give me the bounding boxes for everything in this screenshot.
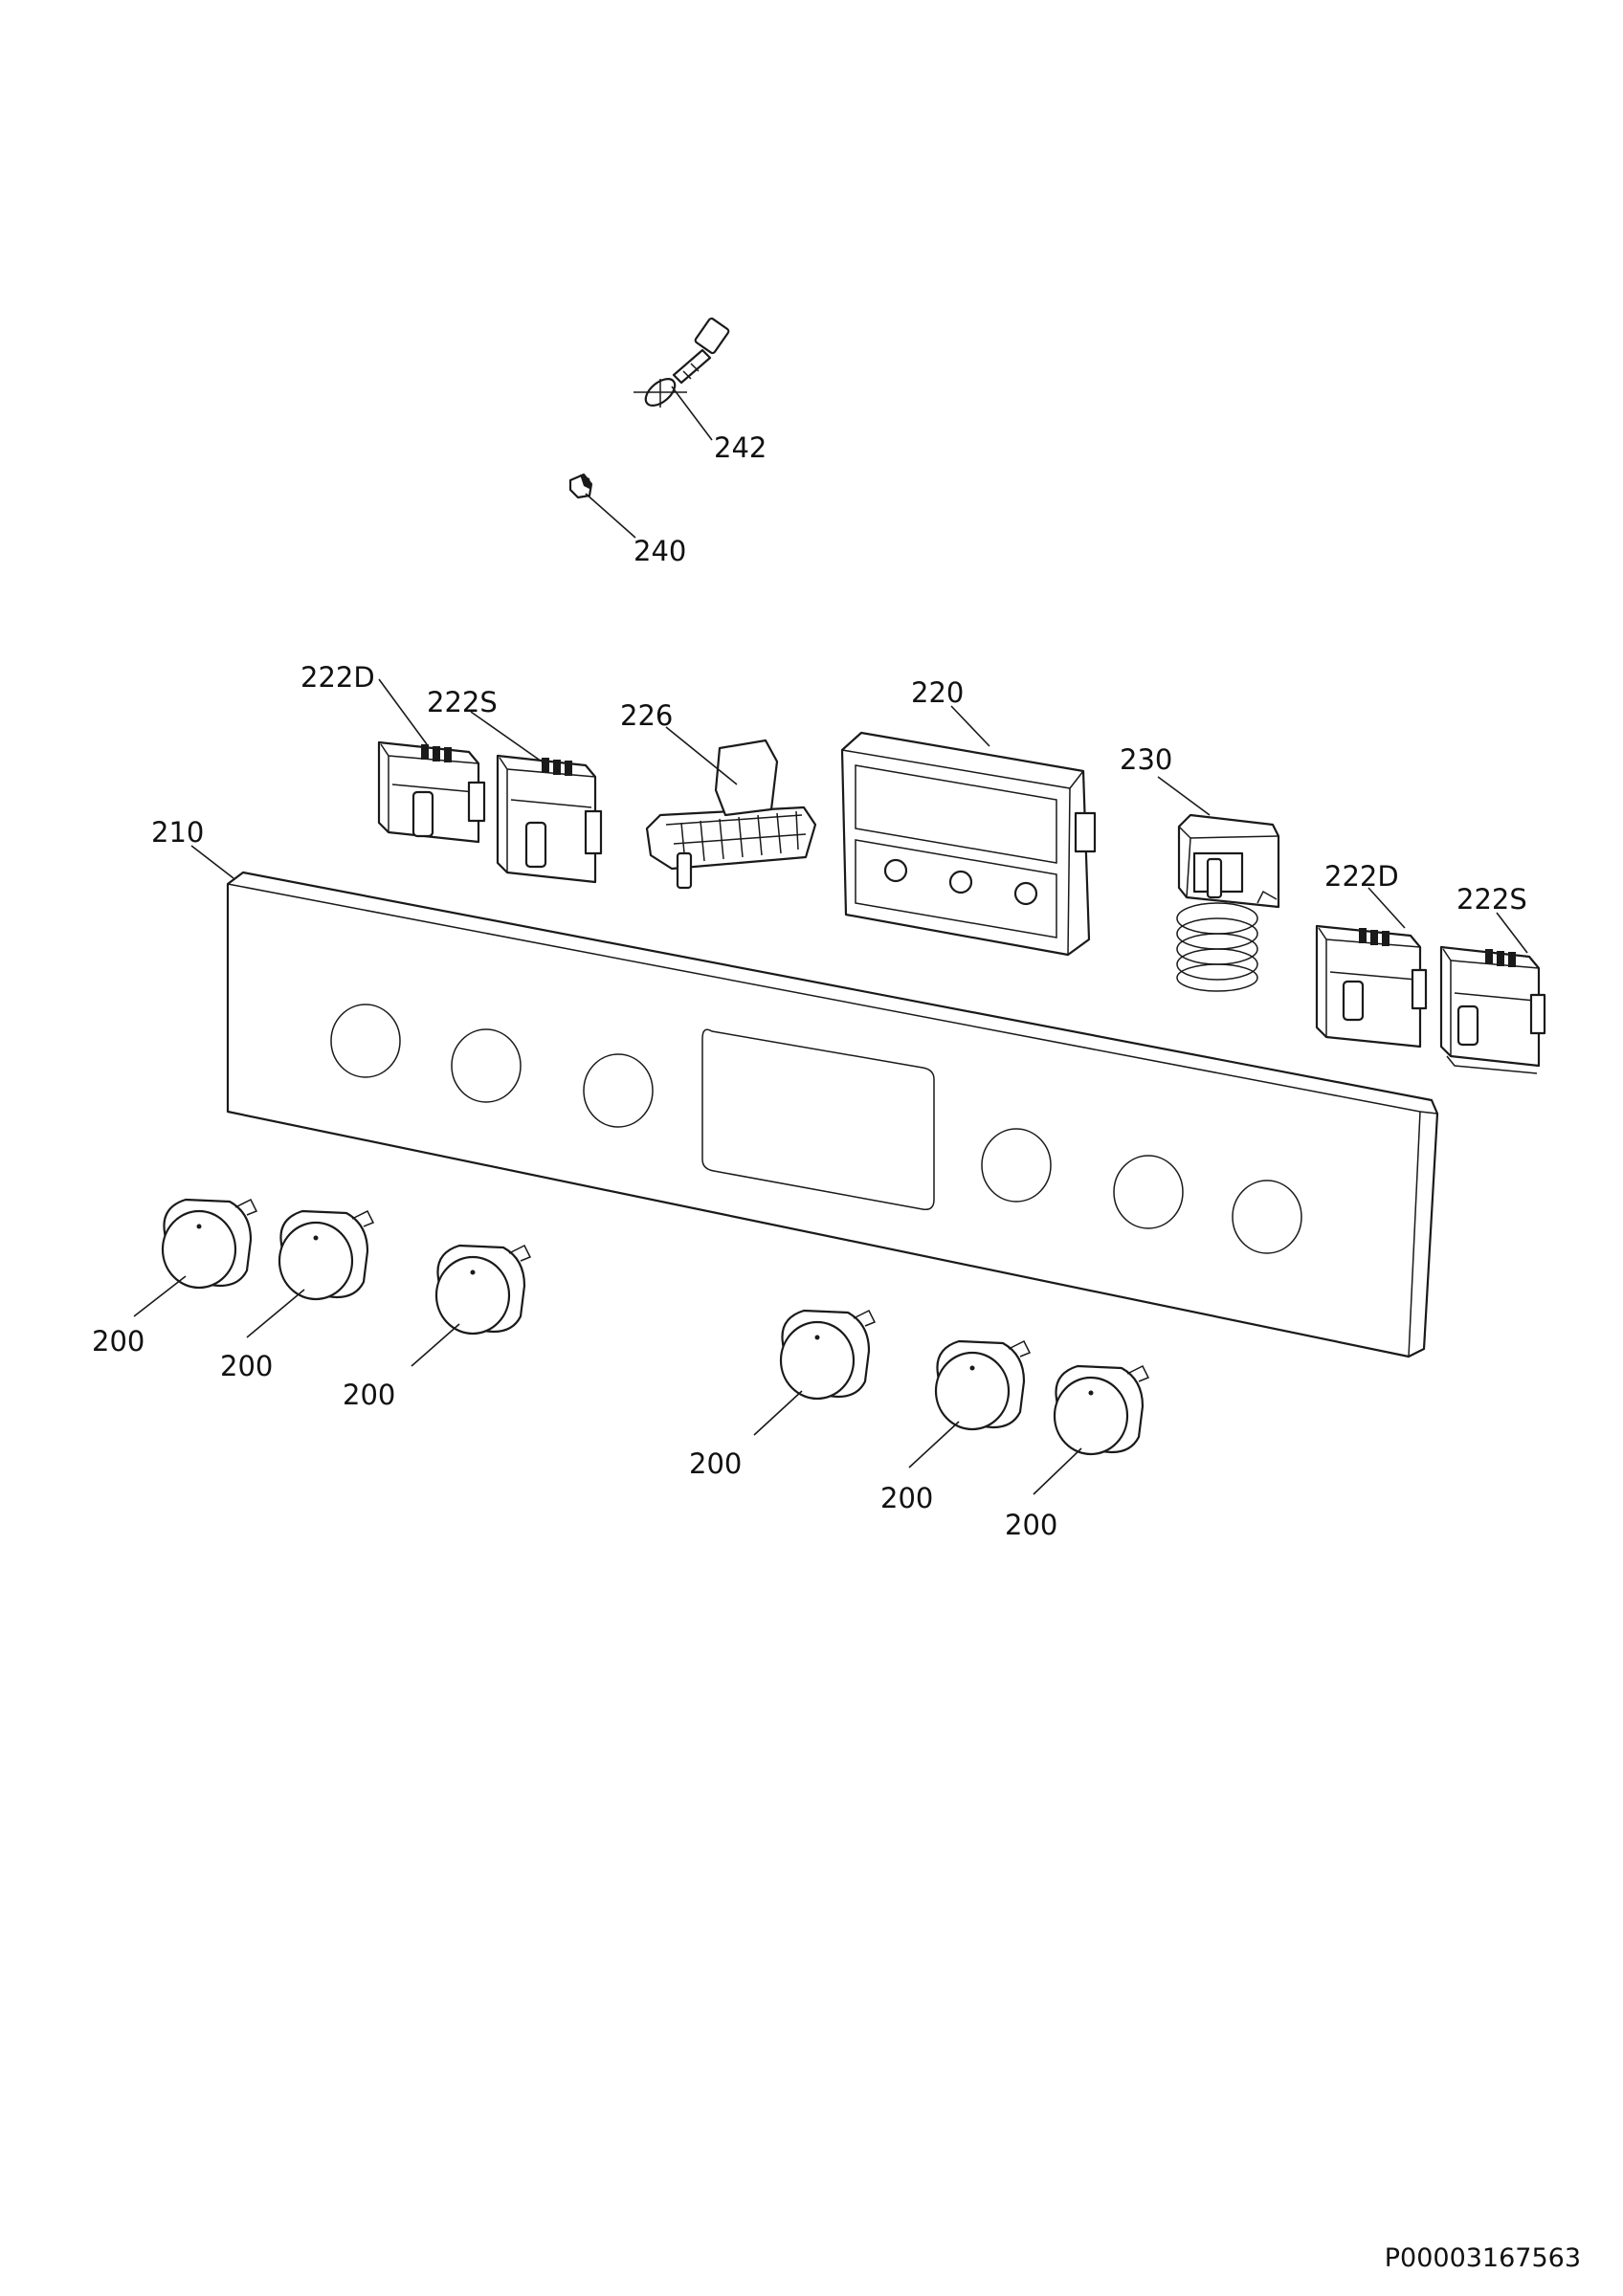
label-242: 242 <box>714 431 767 464</box>
label-200-6: 200 <box>1005 1509 1057 1541</box>
label-240: 240 <box>634 535 686 567</box>
knob-hole-6 <box>1232 1180 1302 1254</box>
label-220: 220 <box>911 676 964 709</box>
knob-200-3 <box>434 1244 532 1336</box>
part-222s-left-switch <box>496 754 603 884</box>
leader-230 <box>1157 776 1211 816</box>
label-200-2: 200 <box>220 1350 273 1382</box>
knob-200-5 <box>934 1339 1032 1431</box>
label-222s-right: 222S <box>1456 883 1527 916</box>
part-210-control-panel <box>226 871 1439 1358</box>
knob-hole-3 <box>583 1053 654 1128</box>
knob-hole-1 <box>330 1004 401 1078</box>
knob-200-2 <box>278 1209 375 1301</box>
label-200-5: 200 <box>880 1482 933 1514</box>
leader-200-6 <box>1033 1447 1082 1495</box>
leader-240 <box>585 493 636 539</box>
leader-210 <box>190 845 234 879</box>
label-222s-left: 222S <box>427 686 498 718</box>
knob-hole-2 <box>451 1028 522 1103</box>
label-226: 226 <box>620 699 673 732</box>
leader-200-3 <box>411 1323 460 1367</box>
knob-hole-5 <box>1113 1155 1184 1229</box>
leader-242 <box>671 386 713 441</box>
leader-222s-left <box>470 711 543 762</box>
knob-200-4 <box>779 1309 877 1401</box>
leader-200-1 <box>133 1275 187 1317</box>
part-240-clip <box>568 473 593 499</box>
leader-220 <box>950 705 990 747</box>
knob-200-1 <box>161 1198 258 1290</box>
leader-200-5 <box>908 1421 960 1468</box>
document-id: P00003167563 <box>1385 2243 1581 2273</box>
part-226-selector-switch <box>645 739 817 890</box>
part-242-cable-connector <box>634 317 730 408</box>
leader-222d-left <box>378 678 428 745</box>
label-222d-right: 222D <box>1324 860 1399 893</box>
leader-200-4 <box>753 1390 803 1436</box>
label-230: 230 <box>1120 743 1172 776</box>
leader-222s-right <box>1496 912 1528 954</box>
part-222d-left-switch <box>377 740 486 844</box>
part-230-thermostat <box>1176 813 1280 992</box>
leader-222d-right <box>1367 887 1406 929</box>
part-222s-right-switch <box>1439 945 1546 1074</box>
label-210: 210 <box>151 816 204 849</box>
leader-226 <box>665 726 738 785</box>
label-222d-left: 222D <box>300 661 375 694</box>
part-222d-right-switch <box>1315 924 1428 1049</box>
knob-200-6 <box>1053 1364 1150 1456</box>
label-200-3: 200 <box>343 1379 395 1411</box>
label-200-4: 200 <box>689 1447 742 1480</box>
label-200-1: 200 <box>92 1325 145 1358</box>
knob-hole-4 <box>981 1128 1052 1203</box>
leader-200-2 <box>246 1289 305 1338</box>
display-window <box>701 1028 935 1211</box>
part-220-programmer-housing <box>840 731 1097 957</box>
